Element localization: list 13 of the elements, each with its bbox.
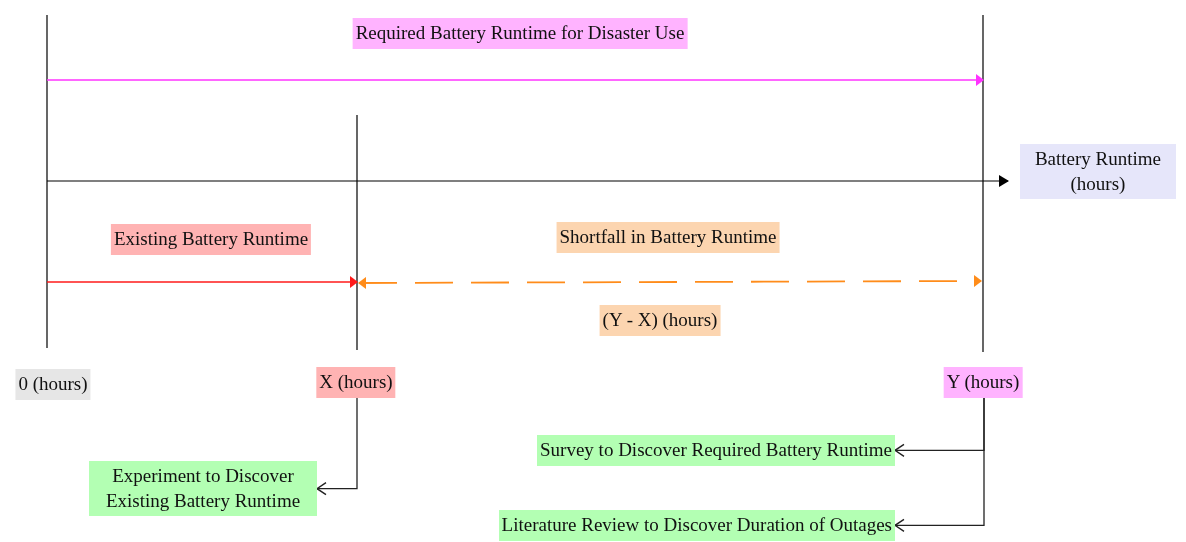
text-label: (Y - X) (hours) [599, 305, 721, 336]
text-label: Existing Battery Runtime [110, 224, 312, 255]
leader-arrow [316, 397, 358, 496]
text-label: Shortfall in Battery Runtime [556, 222, 780, 253]
tick-label: Y (hours) [943, 367, 1023, 398]
method-box: Literature Review to Discover Duration of Outages [498, 510, 895, 541]
tick-label: X (hours) [316, 367, 396, 398]
axis-label: Battery Runtime (hours) [1020, 144, 1176, 200]
tick-label: 0 (hours) [15, 369, 91, 400]
method-box: Survey to Discover Required Battery Runtime [537, 435, 895, 466]
text-label: Required Battery Runtime for Disaster Use [352, 18, 688, 49]
leader-arrow [894, 397, 985, 533]
method-box: Experiment to Discover Existing Battery Runtime [89, 461, 317, 517]
